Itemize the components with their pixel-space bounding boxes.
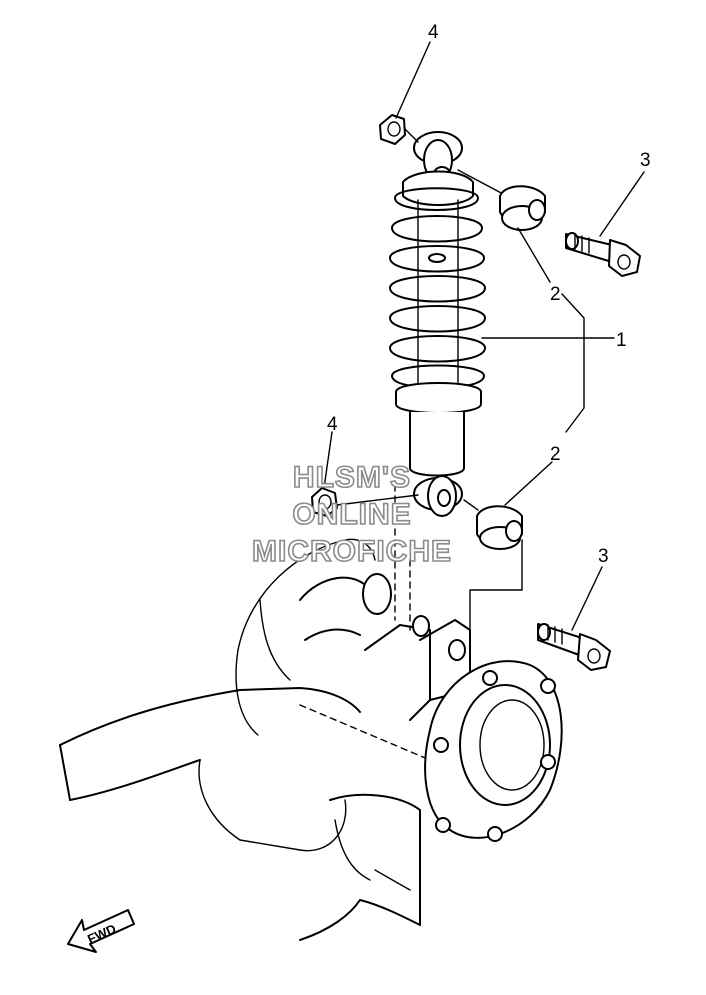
callout-nut-upper: 4 <box>428 22 439 43</box>
callout-bolt-lower: 3 <box>598 546 609 567</box>
wheel-hub <box>424 660 563 842</box>
callout-nut-lower: 4 <box>327 414 338 435</box>
upper-bolt <box>565 232 641 277</box>
callout-shock-absorber: 1 <box>616 330 627 351</box>
callout-leaders <box>323 41 645 631</box>
shock-absorber <box>389 131 486 517</box>
forward-direction-arrow: FWD <box>67 909 135 953</box>
upper-nut <box>379 114 406 145</box>
watermark-line-3: MICROFICHE <box>252 535 452 568</box>
watermark-line-2: ONLINE <box>292 498 411 531</box>
callout-bolt-upper: 3 <box>640 150 651 171</box>
watermark: HLSM'S ONLINE MICROFICHE <box>251 460 452 569</box>
fwd-label: FWD <box>85 921 118 947</box>
lower-bolt <box>537 623 611 671</box>
callout-bushing-lower: 2 <box>550 444 561 465</box>
lower-nut <box>311 487 338 517</box>
watermark-line-1: HLSM'S <box>293 461 411 494</box>
callout-bushing-upper: 2 <box>550 284 561 305</box>
upper-bushing <box>499 185 546 231</box>
lower-bushing <box>476 505 523 550</box>
rear-axle-housing <box>59 484 471 941</box>
